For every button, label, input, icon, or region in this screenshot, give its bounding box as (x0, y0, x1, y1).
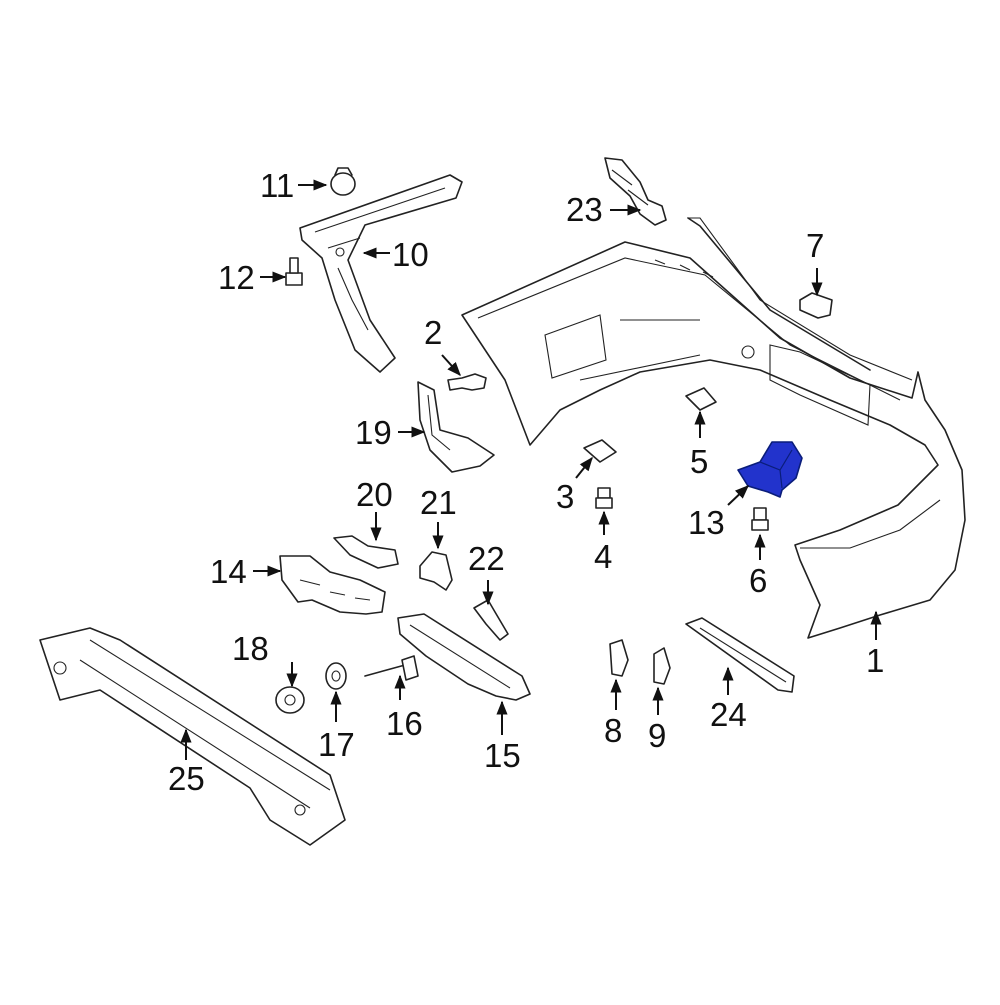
callout-6: 6 (749, 562, 767, 599)
callout-11: 11 (260, 167, 294, 204)
washer-part-17[interactable] (325, 662, 347, 690)
stud-part-16[interactable] (364, 655, 419, 681)
callout-20: 20 (356, 476, 393, 513)
clip-part-5[interactable] (685, 387, 717, 411)
impact-bar-part-25[interactable] (39, 627, 346, 846)
absorber-part-14[interactable] (279, 555, 386, 615)
callout-25: 25 (168, 760, 205, 797)
bracket-part-10[interactable] (299, 174, 463, 373)
leader-arrows (180, 179, 882, 760)
clip-part-21[interactable] (419, 551, 453, 591)
callout-21: 21 (420, 484, 457, 521)
bolt-part-12[interactable] (285, 257, 303, 286)
callout-15: 15 (484, 737, 521, 774)
callout-labels: 11 12 10 2 19 23 7 5 3 4 13 6 1 20 21 22… (168, 167, 884, 797)
push-pin-part-2[interactable] (447, 373, 487, 391)
bracket-part-19[interactable] (417, 381, 495, 473)
callout-17: 17 (318, 726, 355, 763)
callout-5: 5 (690, 443, 708, 480)
callout-23: 23 (566, 191, 603, 228)
clip-part-11[interactable] (330, 167, 356, 196)
callout-24: 24 (710, 696, 747, 733)
callout-18: 18 (232, 630, 269, 667)
callout-10: 10 (392, 236, 429, 273)
callout-8: 8 (604, 712, 622, 749)
callout-4: 4 (594, 538, 612, 575)
side-bracket-part-23[interactable] (604, 157, 667, 226)
callout-19: 19 (355, 414, 392, 451)
reflector-part-24[interactable] (685, 617, 795, 693)
callout-22: 22 (468, 540, 505, 577)
callout-3: 3 (556, 478, 574, 515)
callout-12: 12 (218, 259, 255, 296)
absorber-part-15[interactable] (397, 613, 531, 701)
callout-7: 7 (806, 227, 824, 264)
callout-14: 14 (210, 553, 247, 590)
callout-13: 13 (688, 504, 725, 541)
callout-16: 16 (386, 705, 423, 742)
screw-part-6[interactable] (751, 507, 769, 531)
bracket-part-13-highlighted[interactable] (737, 441, 803, 498)
clip-part-8[interactable] (609, 639, 629, 677)
callout-2: 2 (424, 314, 442, 351)
clip-part-3[interactable] (583, 439, 617, 463)
bumper-cover-part-1[interactable] (461, 217, 966, 639)
clip-part-9[interactable] (653, 647, 671, 685)
callout-1: 1 (866, 642, 884, 679)
bracket-part-20[interactable] (333, 535, 399, 569)
nut-part-18[interactable] (275, 686, 305, 714)
bracket-part-22[interactable] (473, 599, 509, 641)
callout-9: 9 (648, 717, 666, 754)
screw-part-4[interactable] (595, 487, 613, 509)
pad-part-7[interactable] (799, 292, 833, 319)
